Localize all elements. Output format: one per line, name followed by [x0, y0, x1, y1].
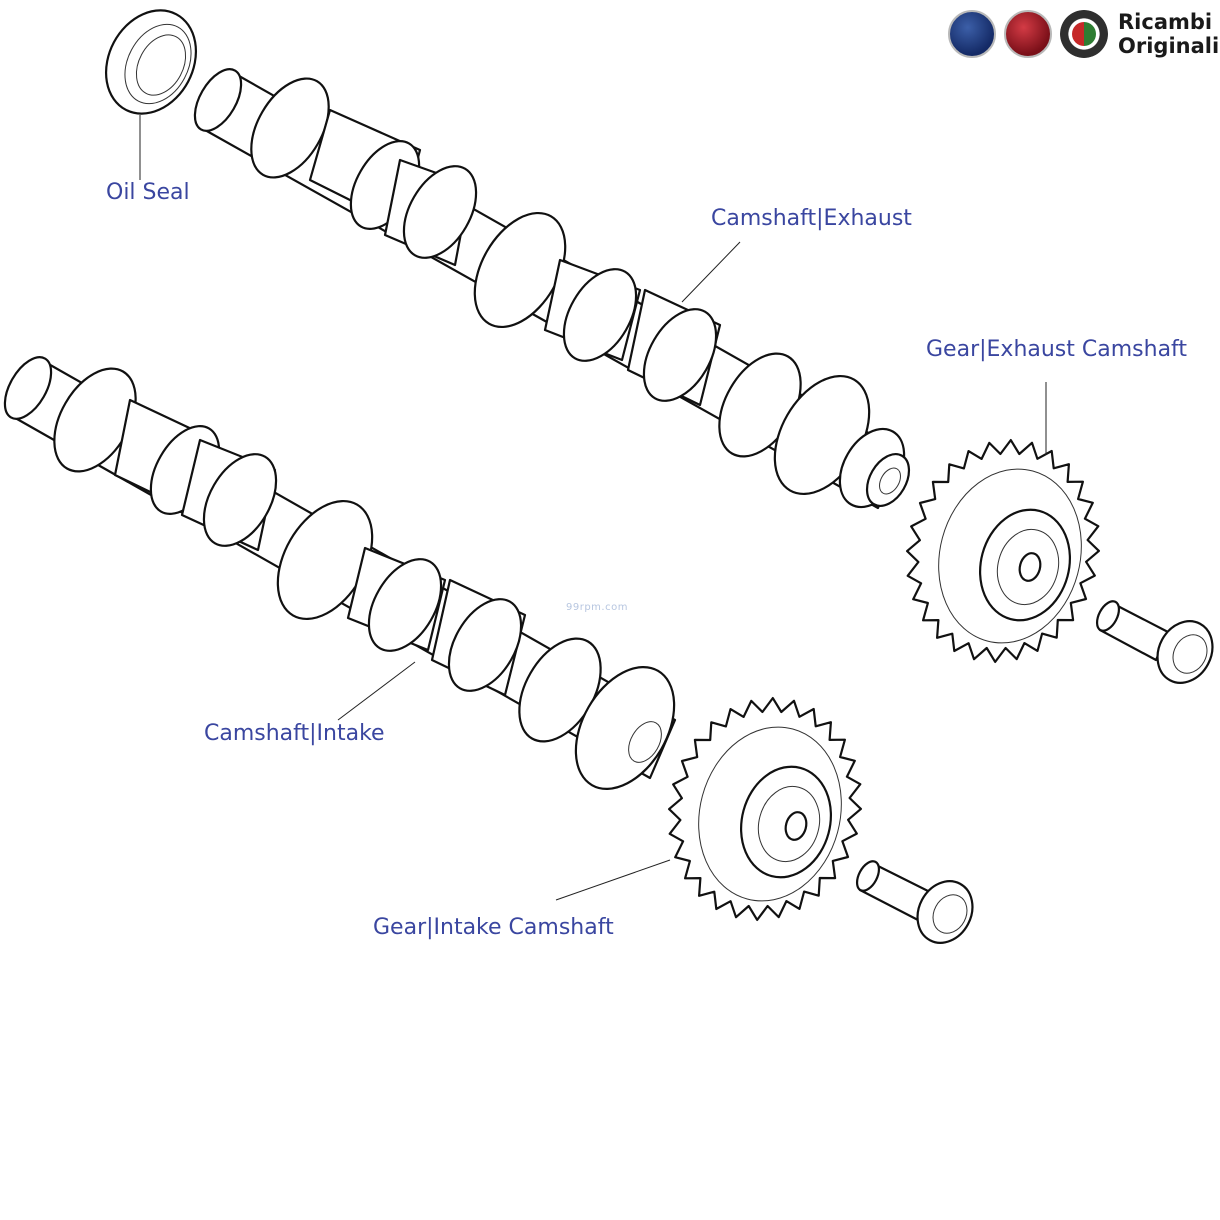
oil-seal-label: Oil Seal [106, 180, 190, 205]
camshaft-intake-label: Camshaft|Intake [204, 721, 385, 746]
intake-gear-bolt-part [855, 860, 974, 944]
exhaust-camshaft-part [193, 68, 911, 510]
exhaust-gear-part [905, 439, 1101, 664]
intake-gear-part [667, 696, 863, 922]
gear-intake-label: Gear|Intake Camshaft [373, 915, 614, 940]
exhaust-gear-bolt-part [1095, 600, 1214, 684]
brand-text: Ricambi Originali [1118, 10, 1219, 58]
camshaft-exhaust-leader [681, 241, 741, 303]
alfa-romeo-logo-icon [1060, 10, 1108, 58]
brand-line-1: Ricambi [1118, 10, 1213, 34]
brand-line-2: Originali [1118, 34, 1220, 58]
watermark-text: 99rpm.com [566, 602, 628, 613]
gear-intake-leader [555, 859, 671, 901]
intake-camshaft-part [3, 356, 677, 790]
gear-exhaust-label: Gear|Exhaust Camshaft [926, 337, 1188, 362]
oil-seal-part [104, 9, 198, 115]
camshaft-intake-leader [337, 661, 416, 721]
brand-header: Ricambi Originali [948, 6, 1219, 62]
fiat-logo-icon [1004, 10, 1052, 58]
camshaft-exhaust-label: Camshaft|Exhaust [711, 206, 912, 231]
lancia-logo-icon [948, 10, 996, 58]
